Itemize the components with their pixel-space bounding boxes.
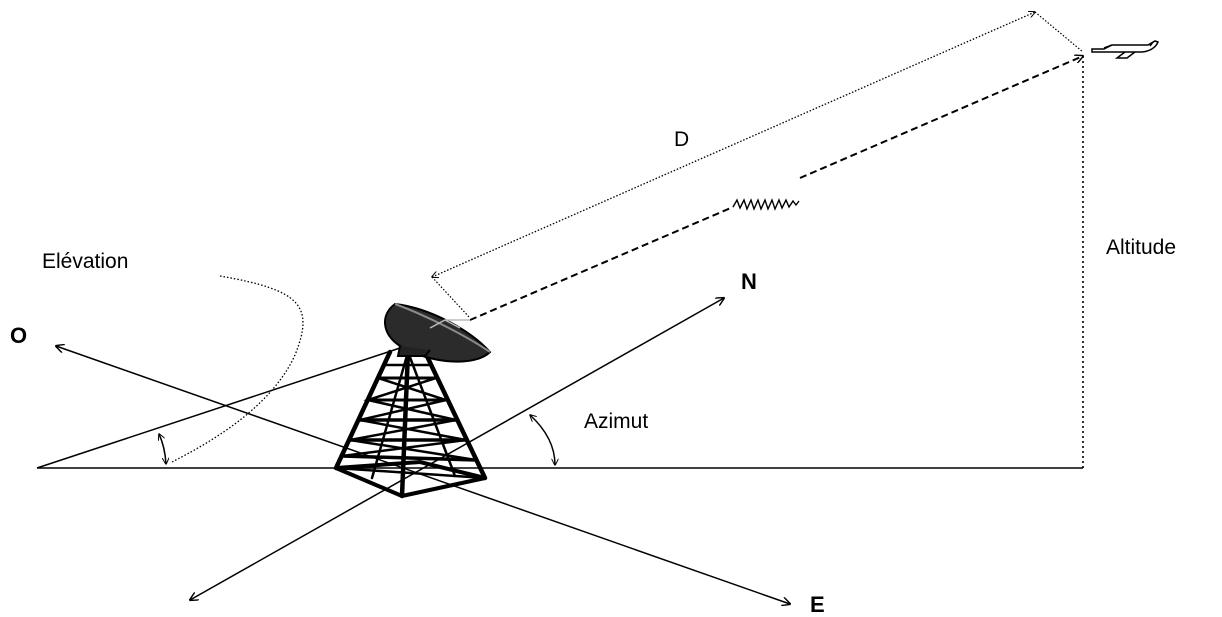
north-label: N	[741, 269, 757, 294]
altitude-label: Altitude	[1106, 236, 1176, 259]
north-axis	[190, 298, 724, 600]
azimuth-angle-arc	[530, 415, 555, 465]
distance-extension-aircraft	[1034, 11, 1084, 53]
azimuth-label: Azimut	[584, 410, 648, 433]
east-label: E	[810, 592, 825, 617]
radar-tower-icon	[333, 349, 488, 499]
radar-dish-icon	[384, 302, 492, 363]
airplane-icon	[1091, 40, 1159, 59]
west-label: O	[10, 323, 27, 348]
elevation-callout-curve	[171, 275, 304, 463]
radar-beam-continued	[799, 56, 1083, 179]
distance-label: D	[674, 128, 689, 151]
elevation-angle-arc	[159, 434, 166, 464]
elevation-label: Elévation	[42, 250, 128, 273]
distance-extension-antenna	[431, 276, 471, 319]
radar-beam	[469, 206, 734, 321]
distance-dimension-line	[432, 12, 1035, 277]
wave-signal-icon	[732, 198, 800, 211]
